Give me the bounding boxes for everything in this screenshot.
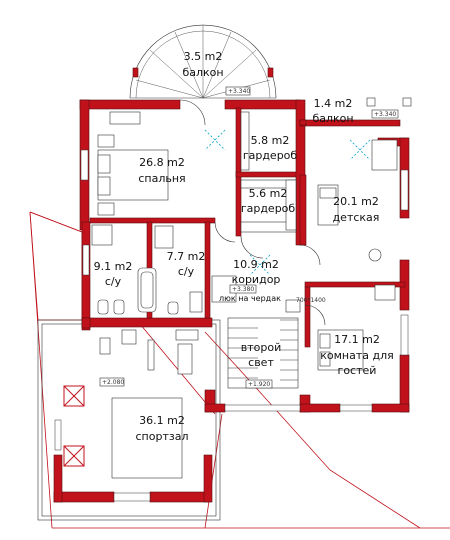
wardrobe-rails [240,111,297,233]
top-balcony [129,24,277,99]
level-marks: +3.340 +3.340 +3.380 +1.920 +2.080 700*1… [99,86,399,389]
bedroom-name: спальня [138,172,185,185]
balcony-right-area: 1.4 m2 [314,97,353,110]
wardrobe2-area: 5.6 m2 [249,187,288,200]
room-labels: 3.5 m2 балкон 1.4 m2 балкон 5.8 m2 гарде… [94,50,394,443]
stairs [227,299,301,389]
gym-equipment [99,329,199,479]
level-mark: +3.340 [228,88,250,95]
shower2-icon [154,225,174,249]
sink2-icon [189,291,203,313]
guest-bed-icon [317,329,364,371]
wardrobe1-area: 5.8 m2 [251,134,290,147]
corridor-area: 10.9 m2 [233,258,279,271]
light-fixtures [204,129,371,276]
roof-outline [29,211,450,529]
windows [54,149,409,502]
roof-hatch-icon [63,385,85,467]
bathtub-icon [137,267,157,313]
balcony-top-name: балкон [182,66,223,79]
toilet1-icon [97,299,125,315]
guest-desk-icon [374,284,396,301]
gym-area: 36.1 m2 [139,414,185,427]
shower-icon [91,224,113,246]
dresser-icon [109,111,141,125]
bed-icon [97,134,169,216]
corridor-name: коридор [232,273,281,286]
gym-name: спортзал [136,430,189,443]
wardrobe2-name: гардероб [241,202,296,215]
balcony-top-area: 3.5 m2 [184,50,223,63]
level-mark: +3.380 [232,286,254,293]
kids-bed-icon [317,184,339,226]
kids-chair-icon [368,248,382,262]
wardrobe1-name: гардероб [243,149,298,162]
level-mark: +2.080 [102,379,124,386]
bath2-name: с/у [178,265,195,278]
balcony-right-name: балкон [312,112,353,125]
downpipe-icon [402,97,412,107]
door-swing [179,99,206,126]
guest-name-line1: комната для [320,349,394,362]
second-light-line2: свет [248,356,274,369]
toilet2-icon [167,301,179,315]
guest-name-line2: гостей [338,364,377,377]
second-light-line1: второй [241,341,281,354]
level-mark: +3.340 [374,111,396,118]
level-mark: +1.920 [248,381,270,388]
attic-hatch-note: люк на чердак [219,294,281,303]
window-size: 700*1400 [296,297,326,304]
kids-name: детская [333,211,380,224]
bath2-area: 7.7 m2 [167,250,206,263]
bedroom-area: 26.8 m2 [139,156,185,169]
bath1-area: 9.1 m2 [94,260,133,273]
guest-area: 17.1 m2 [334,333,380,346]
kids-desk-icon [371,139,398,171]
bath1-name: с/у [105,275,122,288]
kids-area: 20.1 m2 [333,195,379,208]
